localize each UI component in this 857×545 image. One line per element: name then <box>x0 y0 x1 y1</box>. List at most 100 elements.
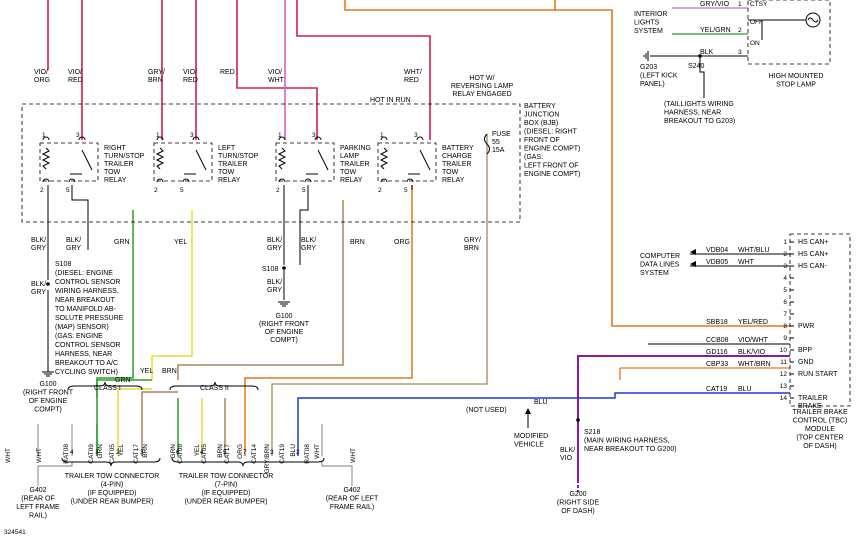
g402-right-1: (REAR OF LEFT <box>326 496 379 503</box>
fuse-label-2: 15A <box>492 147 505 154</box>
tbc-color-CBP33: WHT/BRN <box>738 361 771 368</box>
s240-note-0: (TAILLIGHTS WIRING <box>664 101 734 108</box>
not-used: (NOT USED) <box>466 407 507 414</box>
s240-note-2: BREAKOUT TO G203) <box>664 118 735 125</box>
s108-left-9: CONTROL SENSOR <box>55 342 120 349</box>
r2-label-2: TRAILER <box>218 161 248 168</box>
r1-pin5: 5 <box>66 187 70 194</box>
tbc-pinlabel-11: GND <box>798 359 814 366</box>
r2-label-3: TOW <box>218 169 235 176</box>
relay-switch-icon <box>184 149 207 175</box>
bjb-desc-2: BOX (BJB) <box>524 120 558 127</box>
lbl-grn: GRN <box>114 239 130 246</box>
wire-gd116 <box>577 355 790 480</box>
interior-title-1: LIGHTS <box>634 20 660 27</box>
tbc-pin-11: 11 <box>780 359 787 366</box>
r1-label-4: RELAY <box>104 177 127 184</box>
top-wire-vio-org-1: ORG <box>34 77 50 84</box>
conn4-wire-2: YEL <box>118 444 125 457</box>
splice-s108-left <box>46 282 50 286</box>
conn7-label-1: (7-PIN) <box>215 482 238 489</box>
relay-r4 <box>377 136 437 183</box>
s240-label: S240 <box>688 63 704 70</box>
conn7-pin-3: 7 <box>243 449 247 456</box>
bracket-4pin <box>61 457 161 467</box>
lbl-gry-brn-0: GRY/ <box>464 237 481 244</box>
conn4-label-0: TRAILER TOW CONNECTOR <box>65 473 160 480</box>
g100-left-3: COMPT) <box>34 407 62 414</box>
tbc-pin-1: 1 <box>783 239 787 246</box>
bjb-desc-6: (GAS: <box>524 154 543 161</box>
tbc-pin-8: 8 <box>783 323 787 330</box>
g100-mid-2: OF ENGINE <box>265 329 304 336</box>
r1-label-3: TOW <box>104 169 121 176</box>
lbl-blk-gry-6-1: GRY <box>267 287 282 294</box>
r4-pin1: 1 <box>380 132 384 139</box>
bjb-desc-1: JUNCTION <box>524 112 559 119</box>
s218-label-0: S218 <box>584 429 600 436</box>
top-wire-vio-red-2-0: VIO/ <box>183 69 197 76</box>
conn7-wire-5: BLU <box>290 444 297 457</box>
r4-label-4: RELAY <box>442 177 465 184</box>
relay-coil-icon <box>379 147 389 170</box>
bjb-desc-0: BATTERY <box>524 103 556 110</box>
top-wire-vio-wht-1: WHT <box>268 77 285 84</box>
top-wire-vio-wht-0: VIO/ <box>268 69 282 76</box>
tbc-circ-SBB18: SBB18 <box>706 319 728 326</box>
s108-left-0: S108 <box>55 261 71 268</box>
tbc-pinlabel-10: BPP <box>798 347 812 354</box>
lbl-brn-2: BRN <box>162 368 177 375</box>
top-wire-red: RED <box>220 69 235 76</box>
r2-label-0: LEFT <box>218 145 236 152</box>
top-wire-vio-red-1-1: RED <box>68 77 83 84</box>
conn4-label-1: (4-PIN) <box>101 482 124 489</box>
tbc-label-0: TRAILER BRAKE <box>792 409 848 416</box>
tbc-label-2: MODULE <box>805 426 835 433</box>
g402-left-0: G402 <box>29 487 46 494</box>
g402-right-2: FRAME RAIL) <box>330 504 374 511</box>
conn7-circ-1: CAT05 <box>201 444 208 464</box>
conn4-label-2: (IF EQUIPPED) <box>87 490 136 497</box>
bjb-desc-8: ENGINE COMPT) <box>524 171 580 178</box>
conn4-wire-3: BRN <box>142 444 149 458</box>
switch-on: ON <box>750 40 760 47</box>
tbc-pin-4: 4 <box>783 275 787 282</box>
splice-s218 <box>576 418 580 422</box>
conn7-wire-2: BRN <box>217 444 224 458</box>
tbc-circ-CAT19: CAT19 <box>706 386 727 393</box>
high-mount-stop-lamp-box <box>747 0 831 65</box>
r4-label-0: BATTERY <box>442 145 474 152</box>
bjb-desc-4: FRONT OF <box>524 137 560 144</box>
tbc-color-SBB18: YEL/RED <box>738 319 768 326</box>
conn4-pin-3: 3 <box>140 449 144 456</box>
r2-label-1: TURN/STOP <box>218 153 259 160</box>
wire-org <box>244 185 413 456</box>
conn4-wire-1: GRN <box>97 444 104 459</box>
interior-wire-1: YEL/GRN <box>700 27 731 34</box>
g203-label-1: (LEFT KICK <box>640 73 678 80</box>
battery-junction-box <box>21 103 521 223</box>
relay-switch-icon <box>306 149 329 175</box>
g402-left-3: RAIL) <box>29 513 47 520</box>
top-wire-gry-brn-1: BRN <box>148 77 163 84</box>
tbc-pinlabel-14-1: BRAKE <box>798 403 822 410</box>
interior-title-2: SYSTEM <box>634 28 663 35</box>
conn4-pin-2: 2 <box>116 449 120 456</box>
g100-mid-1: (RIGHT FRONT <box>259 321 310 328</box>
conn7-pin-4: 3 <box>270 449 274 456</box>
top-wire-vio-org-0: VIO/ <box>34 69 48 76</box>
r3-pin5: 5 <box>302 187 306 194</box>
conn4-wire-0: WHT <box>36 448 43 463</box>
s108-left-7: (MAP) SENSOR) <box>55 324 109 331</box>
g100-mid-3: COMPT) <box>270 337 298 344</box>
tbc-pin-14: 14 <box>780 395 788 402</box>
s108-left-5: TO MANIFOLD AB- <box>55 306 117 313</box>
tbc-circ-GD116: GD116 <box>706 349 728 356</box>
top-wire-wht-red-1: RED <box>404 77 419 84</box>
wire-grn <box>96 210 134 456</box>
conn4-pin-0: 4 <box>70 449 74 456</box>
tbc-pin-5: 5 <box>783 287 787 294</box>
tbc-pin-13: 13 <box>780 383 788 390</box>
